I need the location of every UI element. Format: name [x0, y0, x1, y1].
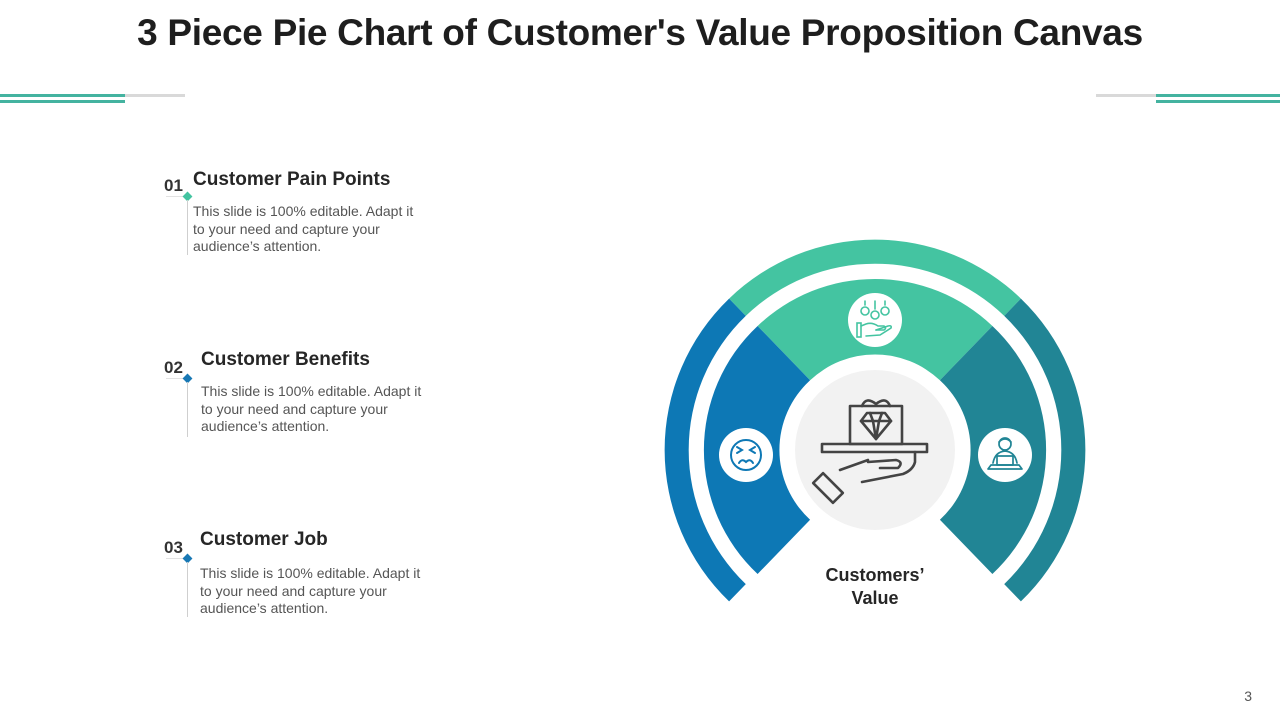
item-number: 02 [164, 358, 183, 377]
frown-face-icon [730, 439, 762, 471]
left-icon-badge [719, 428, 773, 482]
item-description: This slide is 100% editable. Adapt it to… [193, 203, 414, 254]
decor-line-left [0, 94, 125, 97]
right-icon-badge [978, 428, 1032, 482]
item-divider [166, 196, 188, 197]
outer-arc-right [1004, 298, 1086, 602]
center-label: Customers’Value [825, 565, 925, 608]
item-heading: Customer Benefits [201, 349, 370, 370]
item-heading: Customer Job [200, 529, 328, 550]
item-heading: Customer Pain Points [193, 169, 391, 190]
page-number: 3 [1244, 688, 1252, 704]
item-description: This slide is 100% editable. Adapt it to… [201, 383, 422, 434]
diamond-gift-hand-icon [811, 399, 929, 505]
person-laptop-icon [987, 437, 1023, 470]
outer-arc-top [729, 239, 1021, 316]
item-number: 03 [164, 538, 183, 557]
decor-line-left-grey [125, 94, 185, 97]
item-divider [166, 378, 188, 379]
center-circle [795, 370, 955, 530]
outer-arc-left [664, 298, 746, 602]
item-divider [166, 558, 188, 559]
item-number: 01 [164, 176, 183, 195]
decor-line-right-2 [1156, 100, 1280, 103]
item-connector [187, 200, 188, 255]
money-hand-icon [856, 300, 892, 338]
page-title: 3 Piece Pie Chart of Customer's Value Pr… [137, 12, 1143, 53]
item-connector [187, 562, 188, 617]
item-description: This slide is 100% editable. Adapt it to… [200, 565, 421, 616]
decor-line-left-2 [0, 100, 125, 103]
item-connector [187, 382, 188, 437]
decor-line-right [1156, 94, 1280, 97]
decor-line-right-grey [1096, 94, 1156, 97]
